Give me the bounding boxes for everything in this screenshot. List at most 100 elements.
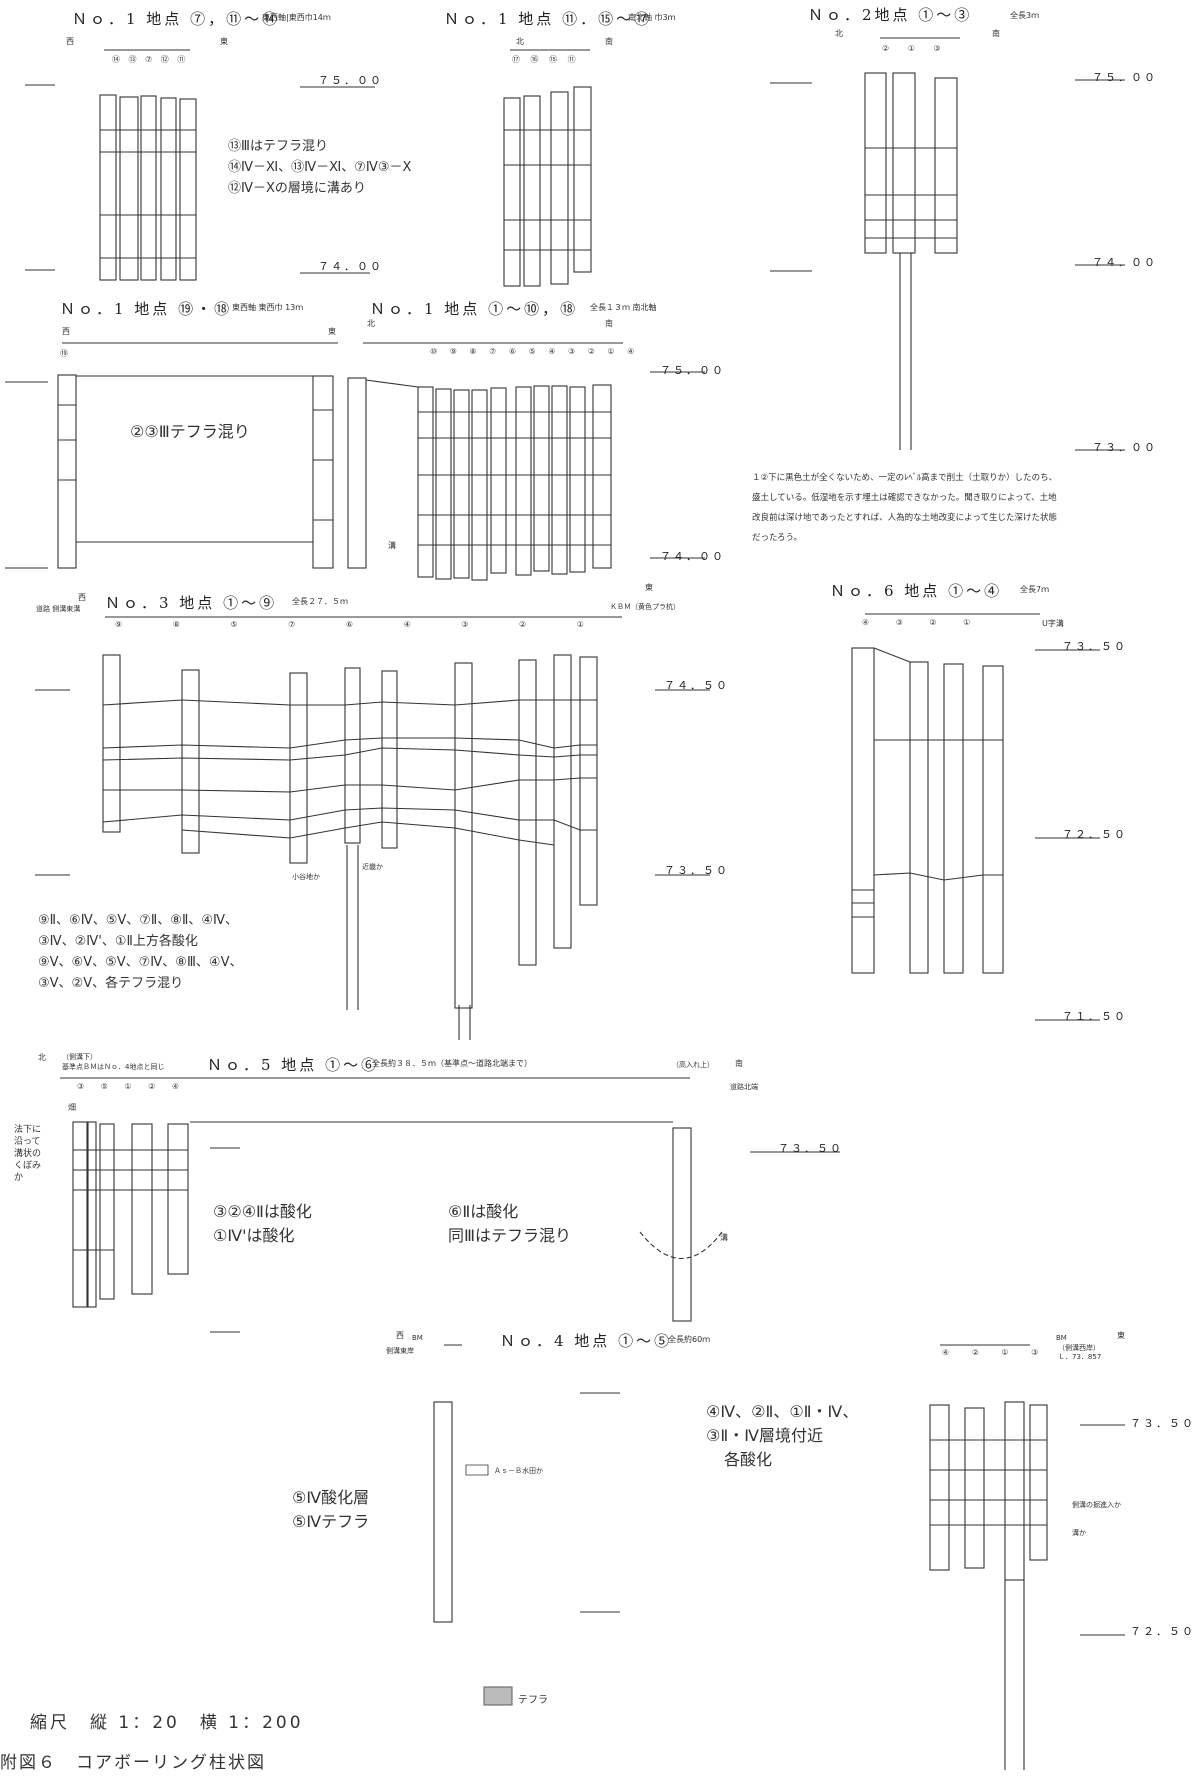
panel-no1-b-subtitle: 南北軸 巾3ｍ [628,13,676,22]
no4-trench2: 溝か [1072,1529,1086,1537]
panel-no6-order: ④ ③ ② ① [862,618,971,627]
panel-no1-d-south: 南 [605,319,613,328]
note-no1-a: ⑬Ⅲはテフラ混り ⑭Ⅳ－Ⅺ、⑬Ⅳ－Ⅺ、⑦Ⅳ③－Ⅹ ⑫Ⅳ－Ⅹの層境に溝あり [228,136,411,199]
panel-no6-columns [851,613,1100,1021]
level-4b: ７２．５０ [1130,1625,1195,1638]
level-6c: ７１．５０ [1062,1010,1127,1023]
note-no4-b-line3: 各酸化 [724,1450,773,1469]
panel-no1-c-east: 東 [328,327,336,336]
no1-d-groove: 溝 [388,541,396,550]
note-no5-a: ③②④Ⅱは酸化 ①Ⅳ'は酸化 [213,1200,312,1248]
note-no3-line4: ③Ⅴ、②Ⅴ、各テフラ混り [38,976,184,991]
legend-swatch [483,1686,513,1706]
panel-no2-south: 南 [992,29,1000,38]
panel-no1-a-title: Ｎｏ．1 地点 ⑦，⑪〜⑭ [72,10,281,28]
note-no3-line3: ⑨Ⅴ、⑥Ⅴ、⑤Ⅴ、⑦Ⅳ、⑧Ⅲ、④Ⅴ、 [38,955,243,970]
note-no4-b-line2: ③Ⅱ・Ⅳ層境付近 [706,1426,823,1445]
no5-groove: 溝 [720,1233,728,1242]
legend-tephra-label: テフラ [518,1695,548,1706]
panel-no4-bm: BM [412,1334,423,1342]
panel-no5-columns [60,1077,840,1333]
panel-no3-order: ⑨ ⑧ ⑤ ⑦ ⑥ ④ ③ ② ① [115,620,584,629]
note-no4-a-line2: ⑤Ⅳテフラ [292,1512,370,1531]
panel-no4-title: Ｎｏ．4 地点 ①〜⑤ [500,1332,673,1350]
panel-no5-title: Ｎｏ．5 地点 ①〜⑥ [207,1056,380,1074]
note-no2-line2: 盛土している。低湿地を示す埋土は確認できなかった。聞き取りによって、土地 [752,493,1057,503]
note-no5-b: ⑥Ⅱは酸化 同Ⅲはテフラ混り [448,1200,571,1248]
note-no5-a-line1: ③②④Ⅱは酸化 [213,1202,312,1221]
panel-no3-west: 西 [78,593,86,602]
no4-trench1: 側溝の掘進入か [1072,1501,1121,1509]
panel-no2-order: ② ① ③ [882,44,949,53]
panel-no1-c-subtitle: 東西軸 東西巾 13ｍ [232,303,304,312]
panel-no1-d-north: 北 [367,319,375,328]
panel-no5-road: 道路北端 [730,1083,758,1091]
panel-no1-b-order: ⑰ ⑯ ⑮ ⑪ [512,55,580,64]
panel-no6-subtitle: 全長7ｍ [1020,585,1050,594]
panel-no5-bm-note: 基準点ＢＭはＮｏ．4地点と同じ [62,1063,165,1071]
panel-no3-east: 東 [645,583,653,592]
panel-no4-bm-val: Ｌ．73．857 [1058,1353,1102,1361]
note-no1-a-line2: ⑭Ⅳ－Ⅺ、⑬Ⅳ－Ⅺ、⑦Ⅳ③－Ⅹ [228,160,412,175]
no4-paddy: Ａｓ－Ｂ水田か [494,1467,543,1475]
note-no2-line4: だったろう。 [752,533,802,543]
level-75a: ７５．００ [318,74,383,87]
panel-no1-a-east: 東 [220,37,228,46]
note-no2-line1: １②下に黒色土が全くないため、一定のﾚﾍﾞﾙ高まで削土（土取りか）したのち、 [752,473,1058,483]
panel-no4-subtitle: 全長約60ｍ [668,1335,711,1344]
level-4a: ７３．５０ [1130,1417,1195,1430]
panel-no5-field: 畑 [68,1103,76,1112]
note-no5-a-line2: ①Ⅳ'は酸化 [213,1226,295,1245]
level-74c: ７４．００ [660,550,725,563]
level-75c: ７５．００ [660,364,725,377]
panel-no1-a-subtitle: 東西軸|東西巾14ｍ [262,13,331,22]
panel-no5-south: 南 [735,1059,743,1068]
note-no4-a: ⑤Ⅳ酸化層 ⑤Ⅳテフラ [292,1486,369,1534]
no3-valley: 小谷地か [292,873,320,881]
level-74a: ７４．００ [318,260,383,273]
panel-no1-a-columns [25,49,375,281]
note-no4-a-line1: ⑤Ⅳ酸化層 [292,1488,370,1507]
panel-no5-slope: 法下に沿って溝状のくぼみか [14,1125,42,1183]
panel-no5-north: 北 [38,1053,46,1062]
panel-no1-b-title: Ｎｏ．1 地点 ⑪．⑮〜⑰ [444,10,653,28]
panel-no4-bm-r2: （側溝西岸） [1058,1344,1100,1352]
level-74b: ７４．００ [1092,256,1157,269]
panel-no1-c-west: 西 [62,327,70,336]
panel-no1-d-title: Ｎｏ．1 地点 ①〜⑩，⑱ [370,300,579,318]
panel-no1-c-columns [5,342,338,569]
panel-no5-right-tag: （高入れ上） [672,1061,714,1069]
note-no3-line1: ⑨Ⅱ、⑥Ⅳ、⑤Ⅴ、⑦Ⅱ、⑧Ⅱ、④Ⅳ、 [38,913,239,928]
note-no1-a-line1: ⑬Ⅲはテフラ混り [228,139,328,154]
panel-no5-order: ③ ⑤ ① ② ④ [77,1082,180,1091]
panel-no2-title: Ｎｏ．2地点 ①〜③ [808,6,973,24]
note-no1-a-line3: ⑫Ⅳ－Ⅹの層境に溝あり [228,181,366,196]
panel-no2-columns [770,37,1125,451]
panel-no4-west: 西 [396,1331,404,1340]
panel-no1-b-columns [503,49,592,287]
panel-no6-title: Ｎｏ．6 地点 ①〜④ [830,582,1003,600]
panel-no4-east: 東 [1117,1331,1125,1340]
level-5: ７３．５０ [778,1142,843,1155]
panel-no1-d-columns [347,342,705,581]
panel-no4-columns [433,1344,1125,1770]
note-no2-line3: 改良前は深け地であったとすれば、人為的な土地改変によって生じた深けた状態 [752,513,1057,523]
panel-no3-left-tag: 道路 側溝東溝 [36,605,81,613]
note-no2: １②下に黒色土が全くないため、一定のﾚﾍﾞﾙ高まで削土（土取りか）したのち、 盛… [752,468,1057,548]
panel-no4-order: ④ ② ① ③ [942,1348,1039,1357]
level-745: ７４．５０ [664,679,729,692]
panel-no1-d-order: ⑩ ⑨ ⑧ ⑦ ⑥ ⑤ ④ ③ ② ① ④ [430,347,640,356]
panel-no3-title: Ｎｏ．3 地点 ①〜⑨ [105,594,278,612]
panel-no1-c-title: Ｎｏ．1 地点 ⑲・⑱ [60,300,233,318]
panel-no5-north-tag: （側溝下） [62,1053,97,1061]
level-73b: ７３．００ [1092,441,1157,454]
panel-no2-north: 北 [835,29,843,38]
note-no3: ⑨Ⅱ、⑥Ⅳ、⑤Ⅴ、⑦Ⅱ、⑧Ⅱ、④Ⅳ、 ③Ⅳ、②Ⅳ'、①Ⅱ上方各酸化 ⑨Ⅴ、⑥Ⅴ、… [38,910,242,994]
panel-no1-b-north: 北 [516,37,524,46]
level-75b: ７５．００ [1092,71,1157,84]
figure-caption: 附図６ コアボーリング柱状図 [0,1753,266,1773]
note-no4-b-line1: ④Ⅳ、②Ⅱ、①Ⅱ・Ⅳ、 [706,1402,859,1421]
note-no4-b: ④Ⅳ、②Ⅱ、①Ⅱ・Ⅳ、 ③Ⅱ・Ⅳ層境付近 各酸化 [706,1400,858,1472]
panel-no1-a-order: ⑭ ⑬ ⑦ ⑫ ⑪ [112,55,189,64]
